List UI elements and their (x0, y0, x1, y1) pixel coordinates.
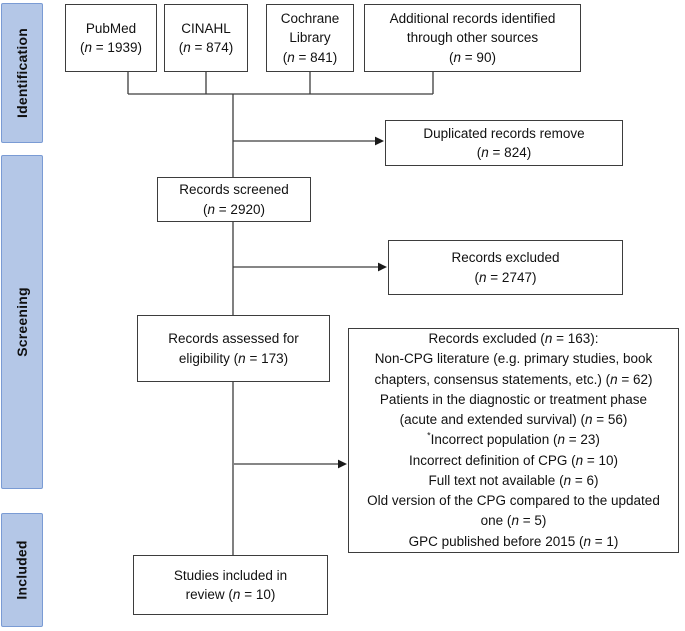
stage-screening: Screening (1, 155, 43, 489)
arrowhead-excluded (378, 262, 387, 272)
box-pubmed: PubMed(n = 1939) (65, 4, 157, 72)
box-records-screened: Records screened(n = 2920) (157, 177, 311, 222)
connector-top-stubs (127, 72, 434, 94)
box-cinahl: CINAHL(n = 874) (164, 4, 248, 72)
stage-identification: Identification (1, 3, 43, 143)
box-duplicates-removed: Duplicated records remove(n = 824) (385, 120, 623, 166)
box-exclusion-reasons: Records excluded (n = 163):Non-CPG liter… (348, 328, 679, 553)
stage-included: Included (1, 513, 43, 627)
stage-screening-label: Screening (14, 287, 30, 357)
stage-included-label: Included (14, 540, 31, 600)
stage-identification-label: Identification (14, 28, 31, 118)
arrowhead-reasons (338, 459, 347, 469)
box-records-excluded: Records excluded(n = 2747) (388, 240, 623, 295)
arrowhead-duplicates (375, 136, 384, 146)
